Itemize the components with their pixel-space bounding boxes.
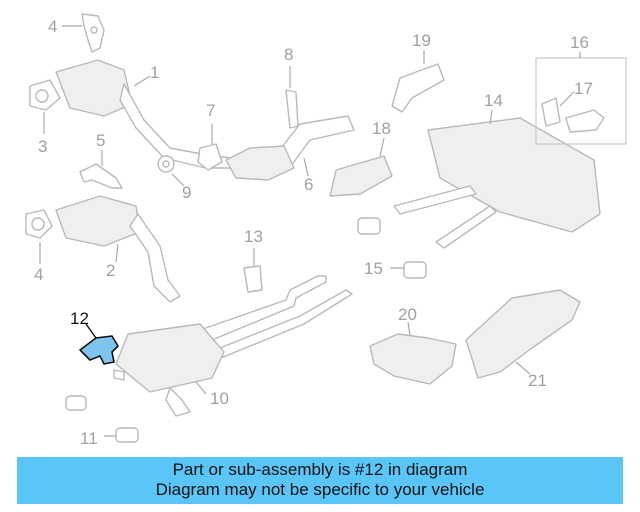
part-20-heat-shield — [369, 321, 457, 385]
part-9-nut — [157, 155, 185, 187]
part-2-catalytic-converter — [55, 195, 181, 303]
part-3-gasket-bottom — [25, 209, 53, 264]
exhaust-parts-diagram: 4 3 1 5 7 9 8 6 — [25, 13, 627, 448]
part-6-catalytic-converter — [225, 115, 355, 181]
part-label-13[interactable]: 13 — [244, 227, 263, 246]
part-label-7[interactable]: 7 — [206, 101, 215, 120]
intermediate-pipes — [199, 275, 353, 361]
banner-line-1: Part or sub-assembly is #12 in diagram — [172, 460, 468, 479]
part-13-mount — [243, 248, 263, 293]
part-label-3a[interactable]: 3 — [38, 137, 47, 156]
part-12-bracket-highlighted[interactable] — [79, 323, 119, 365]
part-label-19[interactable]: 19 — [412, 31, 431, 50]
part-18-resonator — [329, 137, 393, 197]
part-11-clamps — [65, 395, 139, 443]
part-label-2[interactable]: 2 — [106, 261, 115, 280]
part-label-6[interactable]: 6 — [304, 175, 313, 194]
part-label-16[interactable]: 16 — [570, 33, 589, 52]
part-5-bracket — [79, 150, 123, 189]
banner-line-2: Diagram may not be specific to your vehi… — [155, 480, 485, 499]
part-label-11[interactable]: 11 — [80, 429, 98, 448]
part-4-bracket — [62, 13, 105, 53]
part-3-gasket-top — [29, 79, 61, 134]
part-label-4[interactable]: 4 — [48, 17, 57, 36]
part-16-kit-box — [535, 52, 627, 145]
part-label-15[interactable]: 15 — [364, 259, 383, 278]
part-7-gasket — [197, 124, 223, 171]
part-label-20[interactable]: 20 — [398, 305, 417, 324]
part-label-9[interactable]: 9 — [182, 183, 191, 202]
part-label-8[interactable]: 8 — [284, 45, 293, 64]
part-label-10[interactable]: 10 — [210, 389, 229, 408]
part-21-heat-shield — [465, 289, 581, 379]
part-label-1[interactable]: 1 — [150, 63, 159, 82]
part-label-5[interactable]: 5 — [96, 131, 105, 150]
part-14-muffler — [393, 109, 601, 249]
part-label-12[interactable]: 12 — [70, 309, 89, 328]
part-info-banner: Part or sub-assembly is #12 in diagram D… — [17, 457, 623, 504]
part-label-18[interactable]: 18 — [372, 119, 391, 138]
part-label-17[interactable]: 17 — [574, 79, 593, 98]
part-label-14[interactable]: 14 — [484, 91, 503, 110]
part-label-21[interactable]: 21 — [528, 371, 547, 390]
part-8-hanger — [285, 66, 299, 129]
part-19-tailpipe — [391, 50, 445, 113]
part-15-clamps — [357, 217, 427, 279]
part-10-muffler — [113, 323, 225, 417]
part-label-3b[interactable]: 4 — [34, 265, 43, 284]
